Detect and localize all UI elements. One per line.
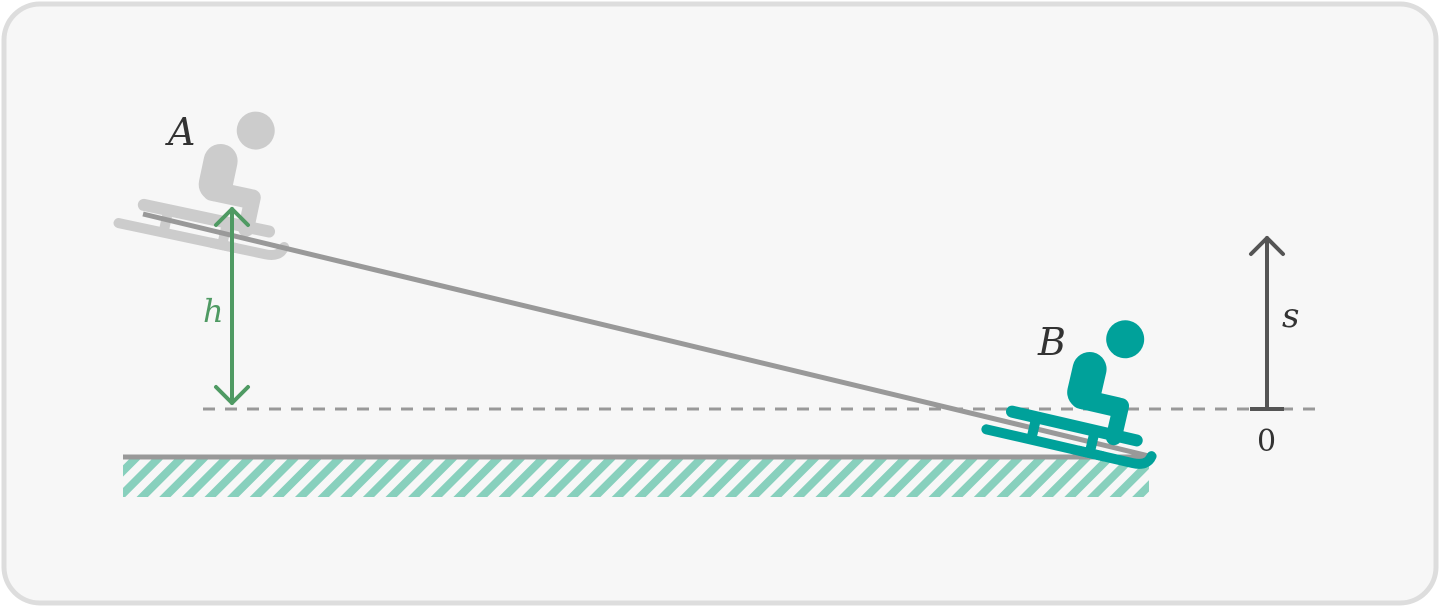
rider-head bbox=[1106, 320, 1145, 359]
height-arrow-head-top bbox=[214, 207, 250, 227]
label-height: h bbox=[203, 292, 224, 330]
label-axis-s: s bbox=[1282, 296, 1299, 336]
s-axis-arrow bbox=[1249, 236, 1285, 411]
sled-rail bbox=[1006, 405, 1143, 447]
ground-hatch bbox=[123, 458, 1149, 497]
sled-strut-1 bbox=[1027, 417, 1041, 441]
height-arrow-head-bottom bbox=[214, 385, 250, 405]
rider-head bbox=[236, 111, 275, 150]
label-axis-zero: 0 bbox=[1257, 424, 1276, 459]
sled-rider-icon bbox=[981, 320, 1157, 469]
slope-line bbox=[142, 211, 1150, 459]
label-point-b: B bbox=[1037, 320, 1066, 364]
sled-rail bbox=[137, 198, 276, 238]
s-axis-head bbox=[1249, 236, 1285, 256]
height-arrow bbox=[214, 207, 250, 405]
sled-runner-curve bbox=[1073, 445, 1157, 469]
label-point-a: A bbox=[165, 110, 195, 154]
